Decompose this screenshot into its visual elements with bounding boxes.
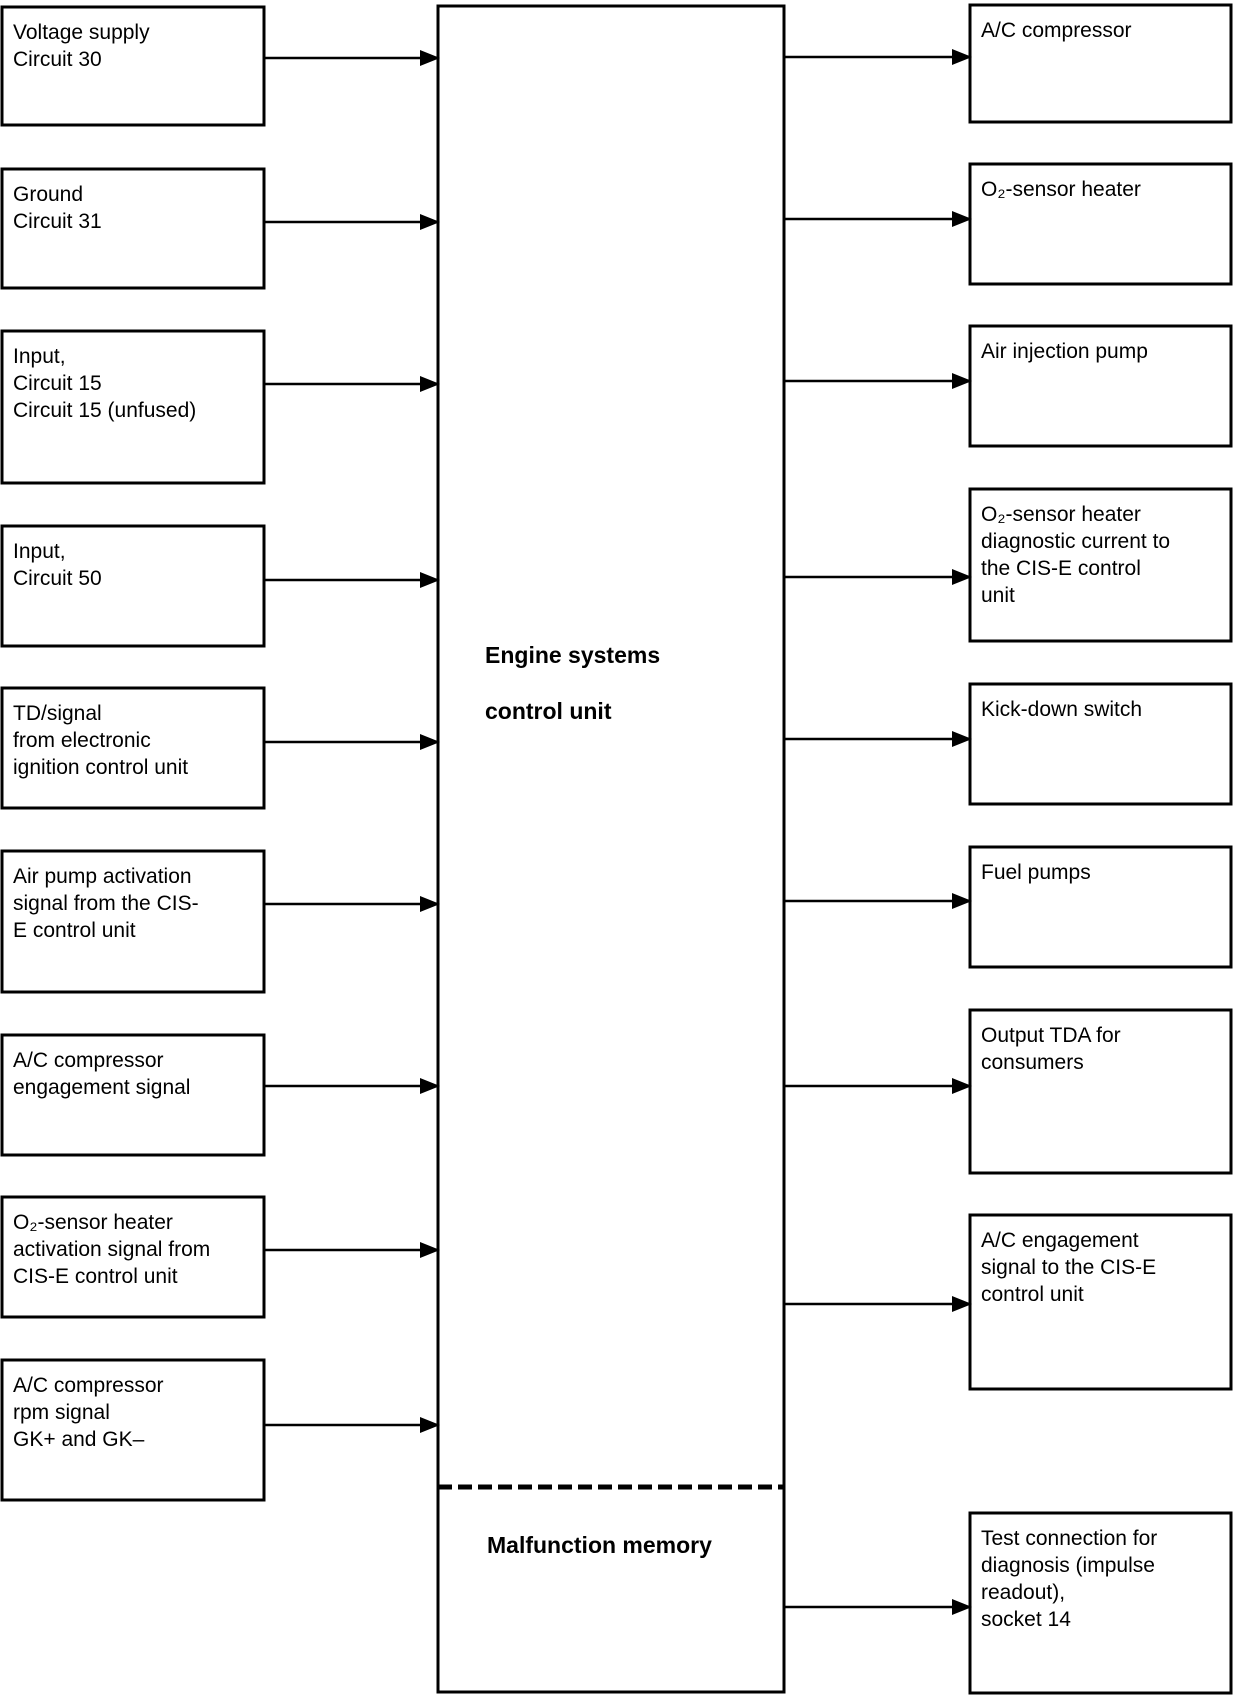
control-unit-title-line1: Engine systems bbox=[485, 642, 660, 668]
output-block: Output TDA for consumers bbox=[784, 1008, 1233, 1175]
input-block-label: Voltage supply bbox=[13, 21, 150, 44]
output-block-label: unit bbox=[981, 584, 1015, 607]
output-block-label: A/C compressor bbox=[981, 19, 1132, 42]
input-block: Input, Circuit 50 bbox=[0, 524, 440, 648]
input-block-label: Circuit 30 bbox=[13, 48, 102, 71]
output-block-label: diagnosis (impulse bbox=[981, 1554, 1155, 1577]
input-block-label: activation signal from bbox=[13, 1238, 210, 1261]
input-block-frame bbox=[0, 1033, 266, 1157]
input-block-label: Input, bbox=[13, 345, 66, 368]
output-block-label: Kick-down switch bbox=[981, 698, 1142, 721]
input-block-label: ignition control unit bbox=[13, 756, 188, 779]
input-block: O₂-sensor heater activation signal fromCI… bbox=[0, 1195, 440, 1319]
input-block-label: Circuit 15 bbox=[13, 372, 102, 395]
input-block-label: E control unit bbox=[13, 919, 136, 942]
input-block-label: Circuit 50 bbox=[13, 567, 102, 590]
input-block-label: Circuit 15 (unfused) bbox=[13, 399, 196, 422]
output-block-label: O₂-sensor heater bbox=[981, 503, 1141, 526]
output-block: O₂-sensor heater bbox=[784, 162, 1233, 286]
output-block: Air injection pump bbox=[784, 324, 1233, 448]
input-block-label: signal from the CIS- bbox=[13, 892, 199, 915]
output-block-frame bbox=[968, 1008, 1233, 1175]
output-block-label: control unit bbox=[981, 1283, 1084, 1306]
output-block: Test connection for diagnosis (impulse rea… bbox=[784, 1511, 1233, 1695]
output-block-frame bbox=[968, 3, 1233, 124]
input-block-label: A/C compressor bbox=[13, 1374, 164, 1397]
control-unit-title-line2: control unit bbox=[485, 698, 612, 724]
output-block-label: A/C engagement bbox=[981, 1229, 1139, 1252]
input-block-label: O₂-sensor heater bbox=[13, 1211, 173, 1234]
output-block-label: the CIS-E control bbox=[981, 557, 1141, 580]
input-block-frame bbox=[0, 5, 266, 127]
output-block-label: Output TDA for bbox=[981, 1024, 1121, 1047]
input-block-label: rpm signal bbox=[13, 1401, 110, 1424]
output-block-label: Air injection pump bbox=[981, 340, 1148, 363]
input-block-label: TD/signal bbox=[13, 702, 102, 725]
input-block-frame bbox=[0, 1358, 266, 1502]
input-block-label: Input, bbox=[13, 540, 66, 563]
output-block: O₂-sensor heater diagnostic current to the… bbox=[784, 487, 1233, 643]
output-block-frame bbox=[968, 1511, 1233, 1695]
input-block-label: A/C compressor bbox=[13, 1049, 164, 1072]
input-block-label: Ground bbox=[13, 183, 83, 206]
input-block-label: Air pump activation bbox=[13, 865, 192, 888]
input-block-frame bbox=[0, 524, 266, 648]
input-block-label: CIS-E control unit bbox=[13, 1265, 178, 1288]
input-block-frame bbox=[0, 686, 266, 810]
output-block-label: readout), bbox=[981, 1581, 1065, 1604]
output-block-frame bbox=[968, 1213, 1233, 1391]
malfunction-memory-label: Malfunction memory bbox=[487, 1532, 712, 1558]
output-block-label: Test connection for bbox=[981, 1527, 1157, 1550]
input-block-label: engagement signal bbox=[13, 1076, 190, 1099]
input-block-frame bbox=[0, 849, 266, 994]
input-block: Input, Circuit 15 Circuit 15 (unfused) bbox=[0, 329, 440, 485]
output-block-label: signal to the CIS-E bbox=[981, 1256, 1156, 1279]
output-block-label: consumers bbox=[981, 1051, 1084, 1074]
output-block-frame bbox=[968, 324, 1233, 448]
output-block-label: diagnostic current to bbox=[981, 530, 1170, 553]
input-block: Air pump activation signal from the CIS- E… bbox=[0, 849, 440, 994]
output-block: Fuel pumps bbox=[784, 845, 1233, 969]
input-block: TD/signal from electronic ignition control… bbox=[0, 686, 440, 810]
output-block: A/C compressor bbox=[784, 3, 1233, 124]
output-block-frame bbox=[968, 487, 1233, 643]
input-block-label: GK+ and GK– bbox=[13, 1428, 145, 1451]
control-unit-block: Engine systems control unit Malfunction … bbox=[436, 4, 786, 1694]
output-block-frame bbox=[968, 682, 1233, 806]
input-block: A/C compressor engagement signal bbox=[0, 1033, 440, 1157]
output-block-label: socket 14 bbox=[981, 1608, 1071, 1631]
output-block-frame bbox=[968, 845, 1233, 969]
input-block-frame bbox=[0, 167, 266, 290]
input-block-frame bbox=[0, 1195, 266, 1319]
output-block-label: O₂-sensor heater bbox=[981, 178, 1141, 201]
output-block-label: Fuel pumps bbox=[981, 861, 1091, 884]
input-block-frame bbox=[0, 329, 266, 485]
output-block: Kick-down switch bbox=[784, 682, 1233, 806]
input-block-label: Circuit 31 bbox=[13, 210, 102, 233]
output-block: A/C engagement signal to the CIS-E control… bbox=[784, 1213, 1233, 1391]
input-block-label: from electronic bbox=[13, 729, 151, 752]
output-block-frame bbox=[968, 162, 1233, 286]
